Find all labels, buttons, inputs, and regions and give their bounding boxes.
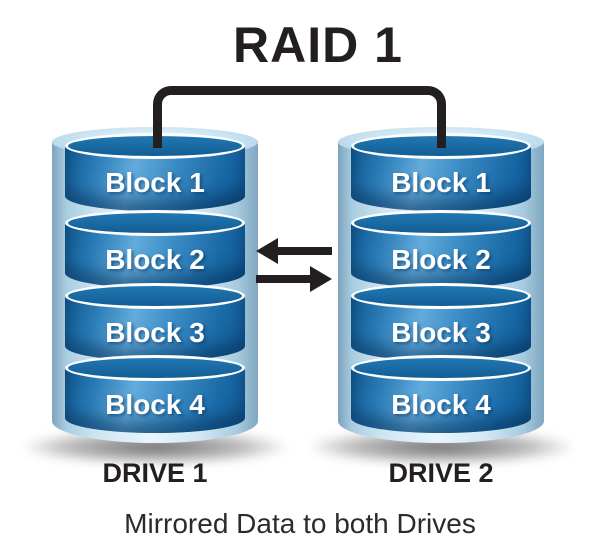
drive-1-label: DRIVE 1 [102, 458, 208, 488]
block-top-face [68, 213, 242, 233]
block-label: Block 3 [105, 317, 205, 348]
block-top-face [354, 286, 528, 306]
block-label: Block 4 [105, 389, 205, 420]
drive-2-label: DRIVE 2 [388, 458, 494, 488]
block-segment: Block 4 [351, 355, 531, 433]
block-label: Block 1 [391, 167, 491, 198]
drive-1-cylinder: Block 1 Block 2 Block 3 Block 4 [52, 127, 258, 443]
drive-2-cylinder: Block 1 Block 2 Block 3 Block 4 [338, 127, 544, 443]
block-segment: Block 3 [65, 283, 245, 361]
block-segment: Block 2 [65, 210, 245, 288]
block-label: Block 1 [105, 167, 205, 198]
block-top-face [354, 213, 528, 233]
block-segment: Block 2 [351, 210, 531, 288]
block-segment: Block 1 [351, 133, 531, 211]
diagram-caption: Mirrored Data to both Drives [124, 508, 476, 539]
arrow-left-icon [256, 238, 332, 264]
block-label: Block 2 [391, 244, 491, 275]
diagram-title: RAID 1 [233, 17, 403, 73]
sync-arrows [256, 238, 332, 292]
block-top-face [68, 358, 242, 378]
block-top-face [68, 286, 242, 306]
arrow-right-icon [256, 266, 332, 292]
block-segment: Block 3 [351, 283, 531, 361]
block-top-face [354, 358, 528, 378]
mirror-link-bracket-icon [153, 86, 446, 148]
block-label: Block 3 [391, 317, 491, 348]
block-label: Block 4 [391, 389, 491, 420]
block-label: Block 2 [105, 244, 205, 275]
block-segment: Block 4 [65, 355, 245, 433]
